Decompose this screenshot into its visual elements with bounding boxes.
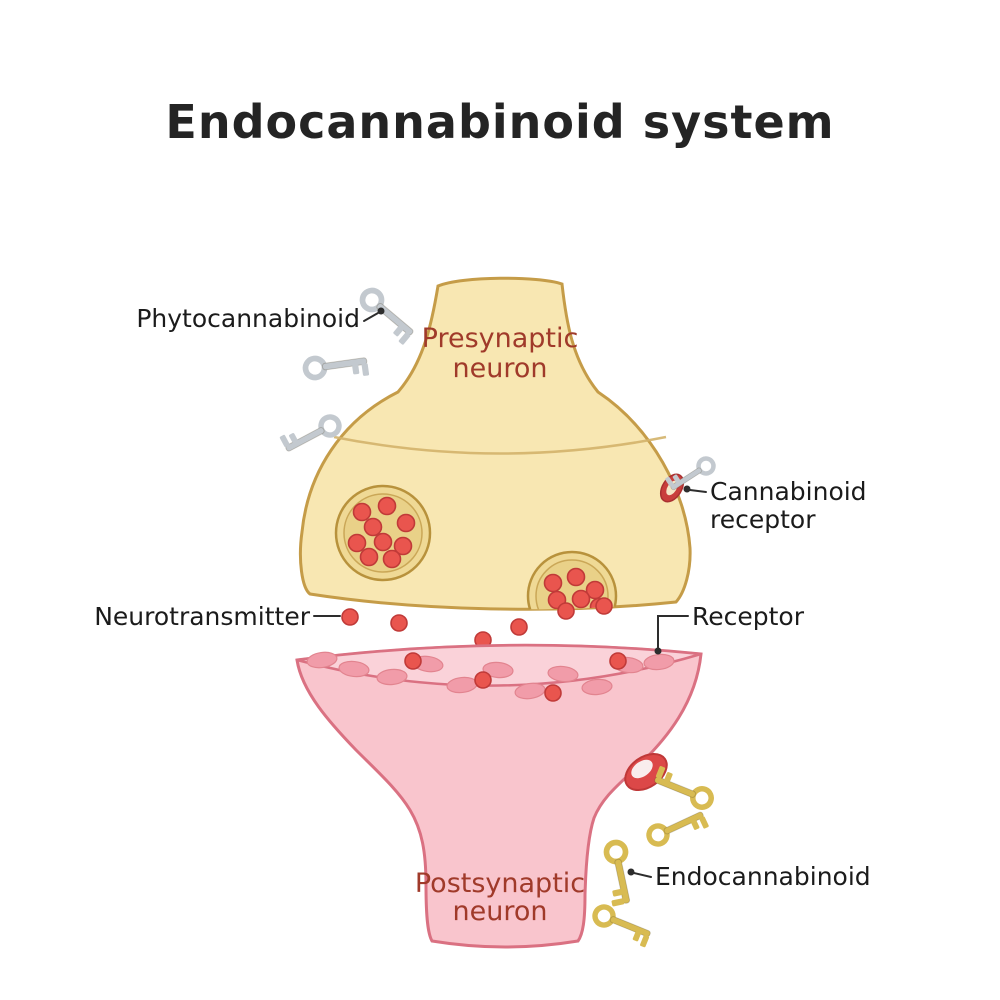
neurotransmitter-label: Neurotransmitter	[94, 602, 311, 631]
neurotransmitter-dot	[510, 618, 528, 636]
presynaptic-neuron-label-line2: neuron	[453, 353, 548, 384]
neurotransmitter-dot	[557, 602, 575, 620]
neurotransmitter-dot	[373, 532, 393, 552]
neurotransmitter-dot	[393, 536, 413, 556]
neurotransmitter-dot	[544, 684, 562, 702]
neurotransmitter-dot	[352, 502, 372, 522]
neurotransmitter-dot	[571, 589, 591, 609]
endocannabinoid-key-icon	[590, 904, 653, 947]
receptor-oval	[306, 651, 338, 669]
postsynaptic-neuron-label-line2: neuron	[453, 896, 548, 927]
endocannabinoid-leader-line	[633, 872, 652, 878]
postsynaptic-cannabinoid-receptor	[624, 752, 716, 810]
phytocannabinoid-leader-line	[363, 312, 379, 322]
neurotransmitter-dot	[566, 567, 586, 587]
neurotransmitter-dot	[595, 597, 613, 615]
callouts: Phytocannabinoid Cannabinoid receptor Ne…	[94, 304, 870, 891]
endocannabinoid-key-icon	[646, 806, 709, 852]
endocannabinoid-leader-dot	[627, 868, 635, 876]
cannabinoid-receptor-leader-dot	[683, 485, 691, 493]
phytocannabinoid-leader-dot	[377, 307, 385, 315]
neurotransmitter-dot	[341, 608, 359, 626]
page-title: Endocannabinoid system	[165, 95, 834, 149]
neurotransmitter-dot	[396, 513, 416, 533]
receptor-leader-dot	[654, 647, 662, 655]
neurotransmitter-dot	[390, 614, 408, 632]
receptor-hole	[631, 759, 653, 779]
presynaptic-neuron-label-line1: Presynaptic	[422, 323, 579, 354]
phytocannabinoid-key-icon	[355, 287, 418, 346]
phytocannabinoid-key-inserted-icon	[665, 452, 717, 495]
cannabinoid-receptor-label-line2: receptor	[710, 505, 816, 534]
phytocannabinoid-key-icon	[304, 351, 369, 384]
neurotransmitter-dot	[474, 671, 492, 689]
receptor-oval	[482, 661, 514, 679]
presynaptic-dome-fold-line	[333, 435, 667, 455]
cannabinoid-receptor-leader-line	[689, 489, 707, 493]
cannabinoid-receptor-label-line1: Cannabinoid	[710, 477, 867, 506]
receptor-oval	[581, 678, 613, 696]
endocannabinoid-key-inserted-icon	[651, 766, 716, 810]
neurotransmitter-dot	[609, 652, 627, 670]
synaptic-vesicle	[526, 550, 618, 610]
phytocannabinoid-label: Phytocannabinoid	[136, 304, 360, 333]
cannabinoid-receptor	[659, 452, 717, 503]
receptor-oval	[547, 665, 579, 683]
receptor-oval	[338, 660, 370, 678]
neurotransmitter-dot	[404, 652, 422, 670]
neurotransmitter-dot	[543, 573, 563, 593]
postsynaptic-neuron: Postsynaptic neuron	[295, 643, 716, 949]
endocannabinoid-label: Endocannabinoid	[655, 862, 871, 891]
neurotransmitter-dot	[585, 580, 605, 600]
presynaptic-neuron: Presynaptic neuron	[298, 276, 692, 611]
receptor-leader-line	[657, 615, 689, 649]
receptor-oval	[514, 682, 546, 700]
postsynaptic-neuron-label-line1: Postsynaptic	[415, 868, 585, 899]
neurotransmitter-dot	[377, 496, 397, 516]
receptor-oval	[376, 668, 408, 686]
receptor-label: Receptor	[692, 602, 805, 631]
synaptic-vesicle	[334, 484, 432, 582]
receptor-oval	[643, 653, 675, 671]
neurotransmitter-dot	[347, 533, 367, 553]
neurotransmitter-dot	[382, 549, 402, 569]
neurotransmitter-dot	[363, 517, 383, 537]
neurotransmitter-dot	[359, 547, 379, 567]
